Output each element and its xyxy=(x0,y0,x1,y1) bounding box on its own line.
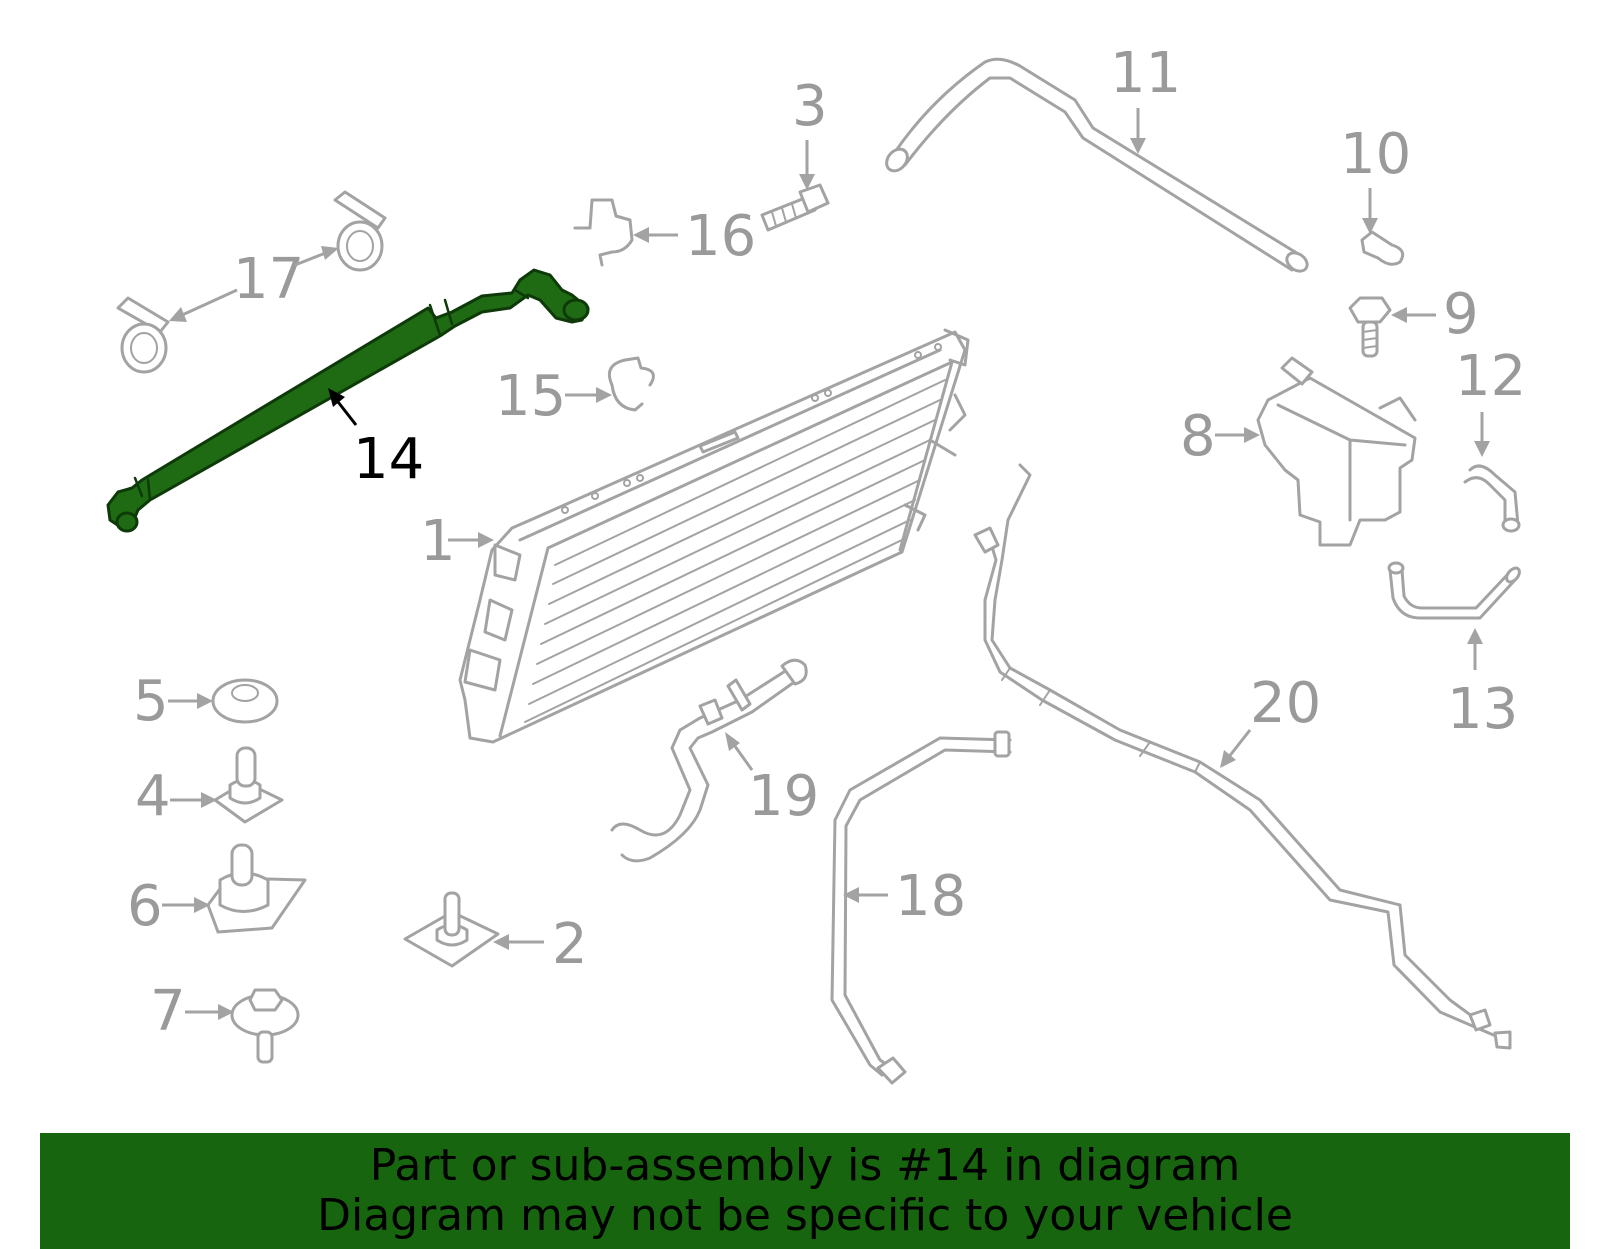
callout-16: 16 xyxy=(633,204,756,269)
part-6-mount[interactable] xyxy=(206,843,307,934)
part-15-clip[interactable] xyxy=(607,356,655,412)
part-13-hose[interactable] xyxy=(1387,561,1522,620)
svg-text:13: 13 xyxy=(1447,677,1518,742)
svg-text:15: 15 xyxy=(495,364,566,429)
part-5-washer[interactable] xyxy=(211,678,279,724)
callout-6: 6 xyxy=(127,874,210,939)
callout-8: 8 xyxy=(1180,404,1260,469)
svg-text:18: 18 xyxy=(895,864,966,929)
part-14-hose[interactable] xyxy=(106,268,590,533)
banner-line-2: Diagram may not be specific to your vehi… xyxy=(317,1190,1293,1241)
callout-18: 18 xyxy=(843,864,966,929)
callout-13: 13 xyxy=(1447,628,1518,742)
notice-banner: Part or sub-assembly is #14 in diagram D… xyxy=(40,1133,1570,1249)
part-11-hose[interactable] xyxy=(882,57,1310,275)
svg-text:6: 6 xyxy=(127,874,163,939)
svg-text:9: 9 xyxy=(1443,282,1479,347)
callout-2: 2 xyxy=(493,912,588,977)
part-9-bolt[interactable] xyxy=(1348,296,1392,358)
part-10-clip[interactable] xyxy=(1360,230,1405,266)
callout-3: 3 xyxy=(792,74,828,190)
callout-5: 5 xyxy=(133,669,213,734)
svg-text:10: 10 xyxy=(1340,122,1411,187)
svg-text:11: 11 xyxy=(1110,41,1181,106)
svg-text:8: 8 xyxy=(1180,404,1216,469)
svg-text:14: 14 xyxy=(353,427,424,492)
svg-text:17: 17 xyxy=(233,247,304,312)
part-1-radiator[interactable] xyxy=(458,328,970,744)
svg-text:4: 4 xyxy=(135,764,171,829)
callout-4: 4 xyxy=(135,764,217,829)
svg-text:20: 20 xyxy=(1250,671,1321,736)
part-20-cooler-lines[interactable] xyxy=(973,463,1512,1050)
svg-text:7: 7 xyxy=(150,979,186,1044)
callout-19: 19 xyxy=(725,732,819,829)
part-4-mount[interactable] xyxy=(213,746,284,824)
svg-text:3: 3 xyxy=(792,74,828,139)
part-8-reservoir[interactable] xyxy=(1256,356,1417,547)
callout-15: 15 xyxy=(495,364,612,429)
part-16-bracket[interactable] xyxy=(573,198,634,267)
callout-10: 10 xyxy=(1340,122,1411,234)
callout-1: 1 xyxy=(420,509,494,574)
svg-text:2: 2 xyxy=(552,912,588,977)
part-7-flange-bolt[interactable] xyxy=(230,988,300,1064)
callout-12: 12 xyxy=(1455,344,1526,457)
svg-text:5: 5 xyxy=(133,669,169,734)
part-3-bolt[interactable] xyxy=(760,183,830,232)
callout-9: 9 xyxy=(1391,282,1479,347)
callout-7: 7 xyxy=(150,979,234,1044)
callout-14: 14 xyxy=(328,388,424,492)
callout-11: 11 xyxy=(1110,41,1181,154)
part-17-clamp-upper[interactable] xyxy=(333,190,387,272)
part-12-hose[interactable] xyxy=(1463,464,1521,533)
callout-17: 17 xyxy=(169,246,339,322)
callout-20: 20 xyxy=(1220,671,1321,768)
part-19-hose[interactable] xyxy=(610,658,808,863)
part-2-stud[interactable] xyxy=(403,891,500,968)
banner-line-1: Part or sub-assembly is #14 in diagram xyxy=(369,1140,1241,1191)
svg-text:19: 19 xyxy=(748,764,819,829)
svg-text:16: 16 xyxy=(685,204,756,269)
svg-text:12: 12 xyxy=(1455,344,1526,409)
part-17-clamp-lower[interactable] xyxy=(116,296,170,374)
part-18-hose[interactable] xyxy=(830,730,1012,1085)
